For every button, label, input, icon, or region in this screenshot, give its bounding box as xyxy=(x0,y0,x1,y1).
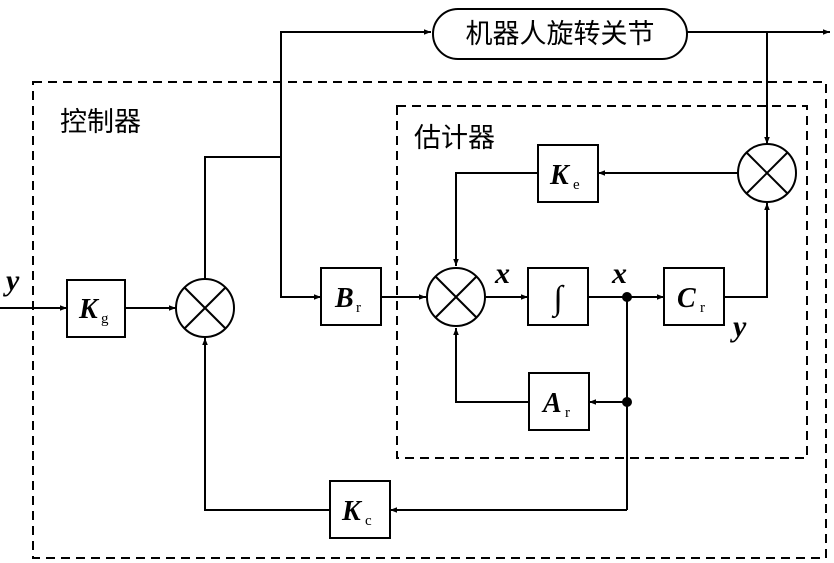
estimator-boundary xyxy=(396,105,808,459)
kg-main: K xyxy=(78,294,100,325)
cr-main: C xyxy=(677,283,696,314)
sum1-output-line xyxy=(204,156,281,279)
integrator-block: ∫ xyxy=(527,267,589,326)
robot-joint-block xyxy=(432,8,688,60)
cr-block: C r xyxy=(663,267,725,326)
estimator-label: 估计器 xyxy=(414,123,495,154)
ar-sub: r xyxy=(565,405,570,421)
ar-main: A xyxy=(541,388,562,419)
ar-to-sum2-line xyxy=(453,328,529,403)
kc-block: K c xyxy=(329,480,391,539)
br-main: B xyxy=(334,283,354,314)
to-br-line xyxy=(280,157,321,300)
ar-block: A r xyxy=(528,372,590,431)
summing-junction-1 xyxy=(175,278,235,338)
controller-label: 控制器 xyxy=(60,107,141,138)
cr-to-sum3-line xyxy=(724,203,770,298)
integral-symbol: ∫ xyxy=(551,280,565,319)
ke-block: K e xyxy=(537,144,599,203)
input-y-label: y xyxy=(3,264,20,297)
ke-to-sum2-line xyxy=(453,172,538,266)
cr-sub: r xyxy=(700,300,705,316)
br-block: B r xyxy=(320,267,382,326)
ke-main: K xyxy=(549,160,571,191)
summing-junction-2 xyxy=(426,267,486,327)
estimated-y-label: y xyxy=(730,310,747,343)
kc-main: K xyxy=(341,496,363,527)
state-derivative-label: x xyxy=(494,257,510,290)
br-sub: r xyxy=(356,300,361,316)
kg-block: K g xyxy=(66,279,126,338)
to-plant-line xyxy=(280,29,431,157)
junction-dot xyxy=(622,397,632,407)
ke-sub: e xyxy=(573,177,580,193)
junction-dot xyxy=(622,292,632,302)
controller-boundary xyxy=(32,81,827,559)
kc-to-sum1-line xyxy=(202,338,330,511)
kc-sub: c xyxy=(365,513,372,529)
kg-sub: g xyxy=(101,311,109,327)
robot-joint-label: 机器人旋转关节 xyxy=(466,19,655,50)
state-x-label: x xyxy=(611,257,627,290)
summing-junction-3 xyxy=(737,143,797,203)
